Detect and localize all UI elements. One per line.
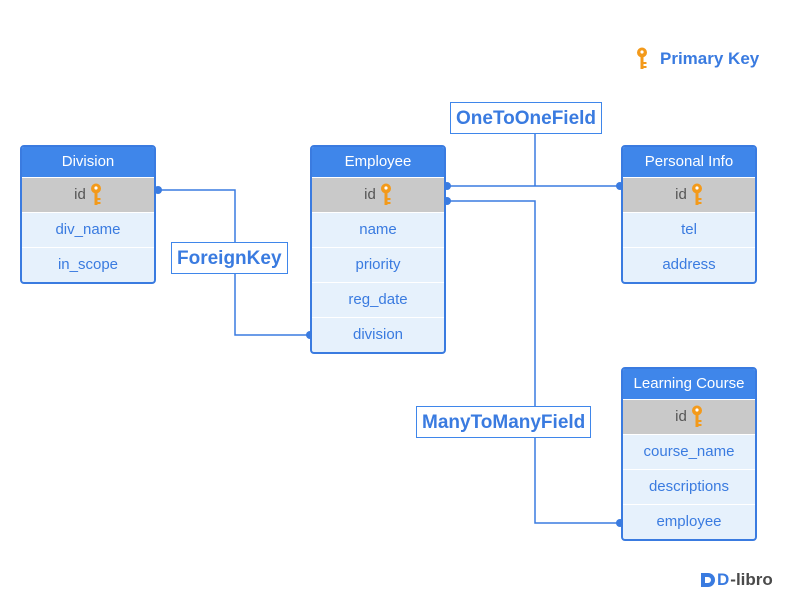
one-to-one-label: OneToOneField [450,102,603,134]
field-row: priority [312,247,444,282]
key-icon [90,183,101,205]
table-header: Personal Info [623,147,755,177]
foreign-key-label: ForeignKey [171,242,288,274]
field-row: course_name [623,434,755,469]
table-header: Employee [312,147,444,177]
field-row: address [623,247,755,282]
field-row: div_name [22,212,154,247]
table-header: Division [22,147,154,177]
connector-dot [154,186,162,194]
brand-logo: D -libro [700,570,773,590]
d-libro-logo-icon [701,573,715,587]
field-row: employee [623,504,755,539]
field-label: id [675,186,687,203]
table-employee: Employee id name priority reg_date divis… [310,145,446,354]
brand-text: -libro [730,570,773,589]
field-label: id [74,186,86,203]
primary-key-row: id [22,177,154,212]
table-header: Learning Course [623,369,755,399]
key-icon [691,405,702,427]
field-row: in_scope [22,247,154,282]
primary-key-row: id [312,177,444,212]
field-row: division [312,317,444,352]
primary-key-row: id [623,177,755,212]
key-icon [637,47,647,69]
many-to-many-label: ManyToManyField [416,406,592,438]
primary-key-row: id [623,399,755,434]
key-icon [691,183,702,205]
many-to-many-connector [447,200,620,524]
field-row: tel [623,212,755,247]
field-row: name [312,212,444,247]
field-label: id [364,186,376,203]
table-division: Division id div_name in_scope [20,145,156,284]
key-icon [380,183,391,205]
field-row: reg_date [312,282,444,317]
brand-mark-letter: D [717,570,730,589]
legend-label: Primary Key [660,49,760,68]
table-personal-info: Personal Info id tel address [621,145,757,284]
field-label: id [675,408,687,425]
table-learning-course: Learning Course id course_name descripti… [621,367,757,541]
field-row: descriptions [623,469,755,504]
legend: Primary Key [636,47,759,71]
